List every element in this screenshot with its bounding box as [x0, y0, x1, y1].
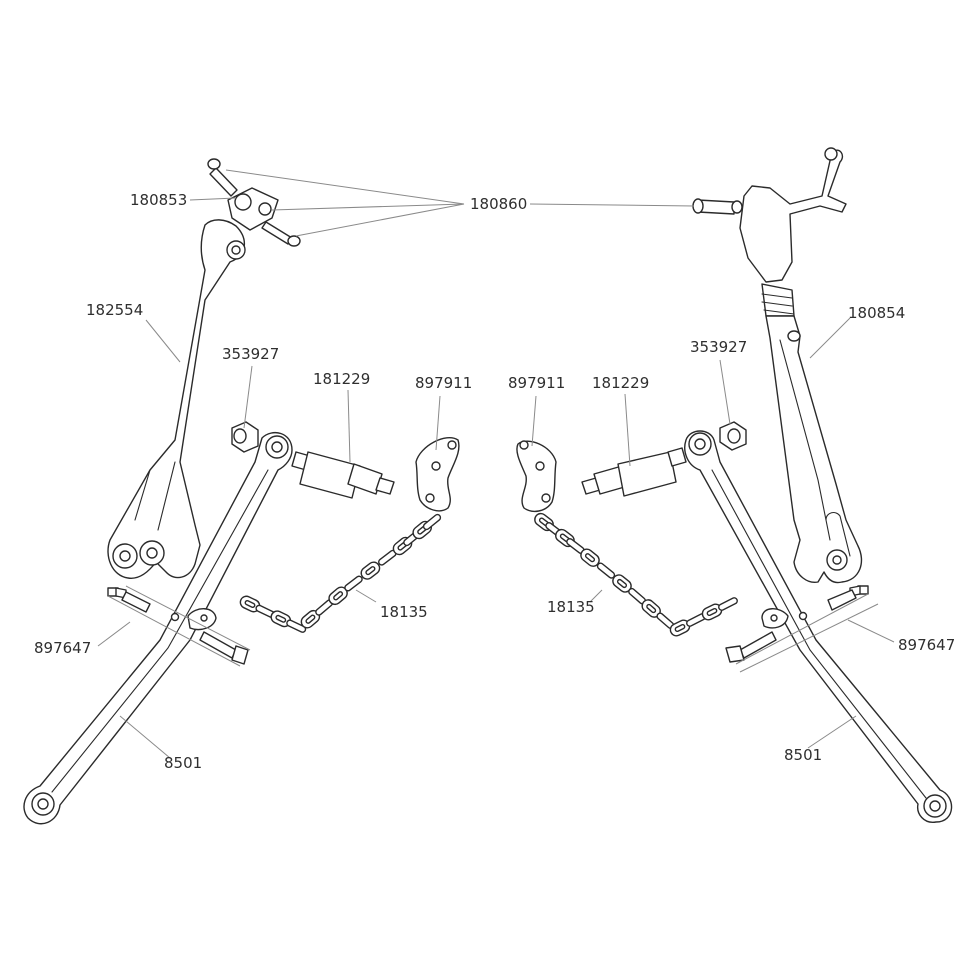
label-180860: 180860: [470, 195, 527, 213]
stabiliser-pin-left: [291, 451, 395, 499]
label-18135-right: 18135: [547, 598, 595, 616]
leader-lines: [97, 169, 895, 759]
stabiliser-pin-right: [581, 447, 687, 497]
top-link-right: [739, 147, 863, 584]
chain-link: [641, 599, 661, 618]
chain-link: [422, 513, 442, 531]
plate-left: [415, 437, 460, 512]
label-8501-right: 8501: [784, 746, 822, 764]
lower-link-right: [684, 430, 953, 823]
nut-right: [719, 421, 747, 451]
label-18135-left: 18135: [380, 603, 428, 621]
label-897911-right: 897911: [508, 374, 565, 392]
chain-link: [596, 562, 616, 579]
pins-bush-left: [207, 158, 301, 247]
lift-rod-left: [107, 219, 246, 579]
label-353927-right: 353927: [690, 338, 747, 356]
bolt-set-right: [725, 585, 869, 663]
chain-left: [239, 513, 442, 633]
chain-link: [344, 575, 363, 592]
label-353927-left: 353927: [222, 345, 279, 363]
chain-link: [612, 574, 632, 593]
nut-left: [231, 421, 259, 453]
chain-right: [534, 512, 738, 637]
lower-link-left: [23, 431, 293, 825]
label-897911-left: 897911: [415, 374, 472, 392]
part-labels: 180853 180860 182554 353927 181229 89791…: [34, 191, 955, 772]
label-180853: 180853: [130, 191, 187, 209]
chain-link: [360, 561, 381, 580]
chain-link: [701, 603, 723, 621]
chain-link: [286, 619, 307, 633]
chain-link: [328, 586, 348, 606]
chain-link: [718, 597, 738, 611]
label-897647-right: 897647: [898, 636, 955, 654]
bolt-set-left: [107, 587, 249, 665]
label-897647-left: 897647: [34, 639, 91, 657]
plate-right: [516, 440, 557, 513]
label-182554: 182554: [86, 301, 143, 319]
label-181229-left: 181229: [313, 370, 370, 388]
label-8501-left: 8501: [164, 754, 202, 772]
chain-link: [270, 610, 292, 628]
pin-right: [692, 198, 743, 215]
label-180854: 180854: [848, 304, 905, 322]
chain-link: [669, 619, 691, 637]
label-181229-right: 181229: [592, 374, 649, 392]
